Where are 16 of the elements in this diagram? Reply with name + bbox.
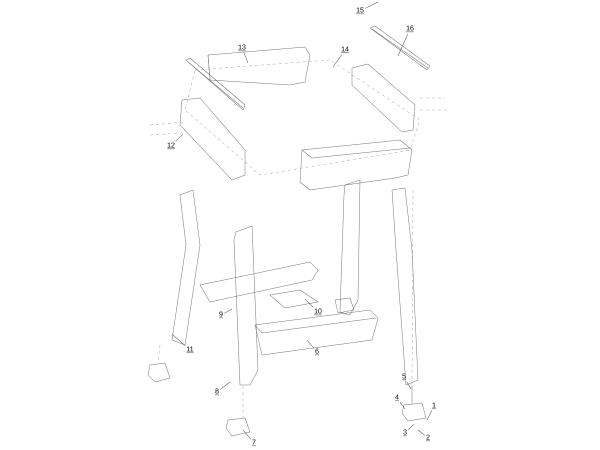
leader-line: [364, 2, 378, 9]
leader-line: [398, 33, 408, 56]
leader-line: [408, 424, 414, 430]
leader-line: [418, 430, 426, 436]
leader-line: [406, 381, 412, 390]
leader-line: [242, 430, 252, 440]
leader-line: [306, 340, 314, 348]
leader-line: [172, 334, 186, 346]
leader-line: [244, 52, 248, 64]
leader-line: [332, 54, 342, 68]
leader-line: [304, 298, 314, 308]
leader-line: [426, 410, 432, 420]
leader-line: [400, 402, 406, 410]
leader-line: [175, 134, 184, 142]
leader-line: [220, 382, 230, 390]
leader-line: [224, 308, 232, 314]
